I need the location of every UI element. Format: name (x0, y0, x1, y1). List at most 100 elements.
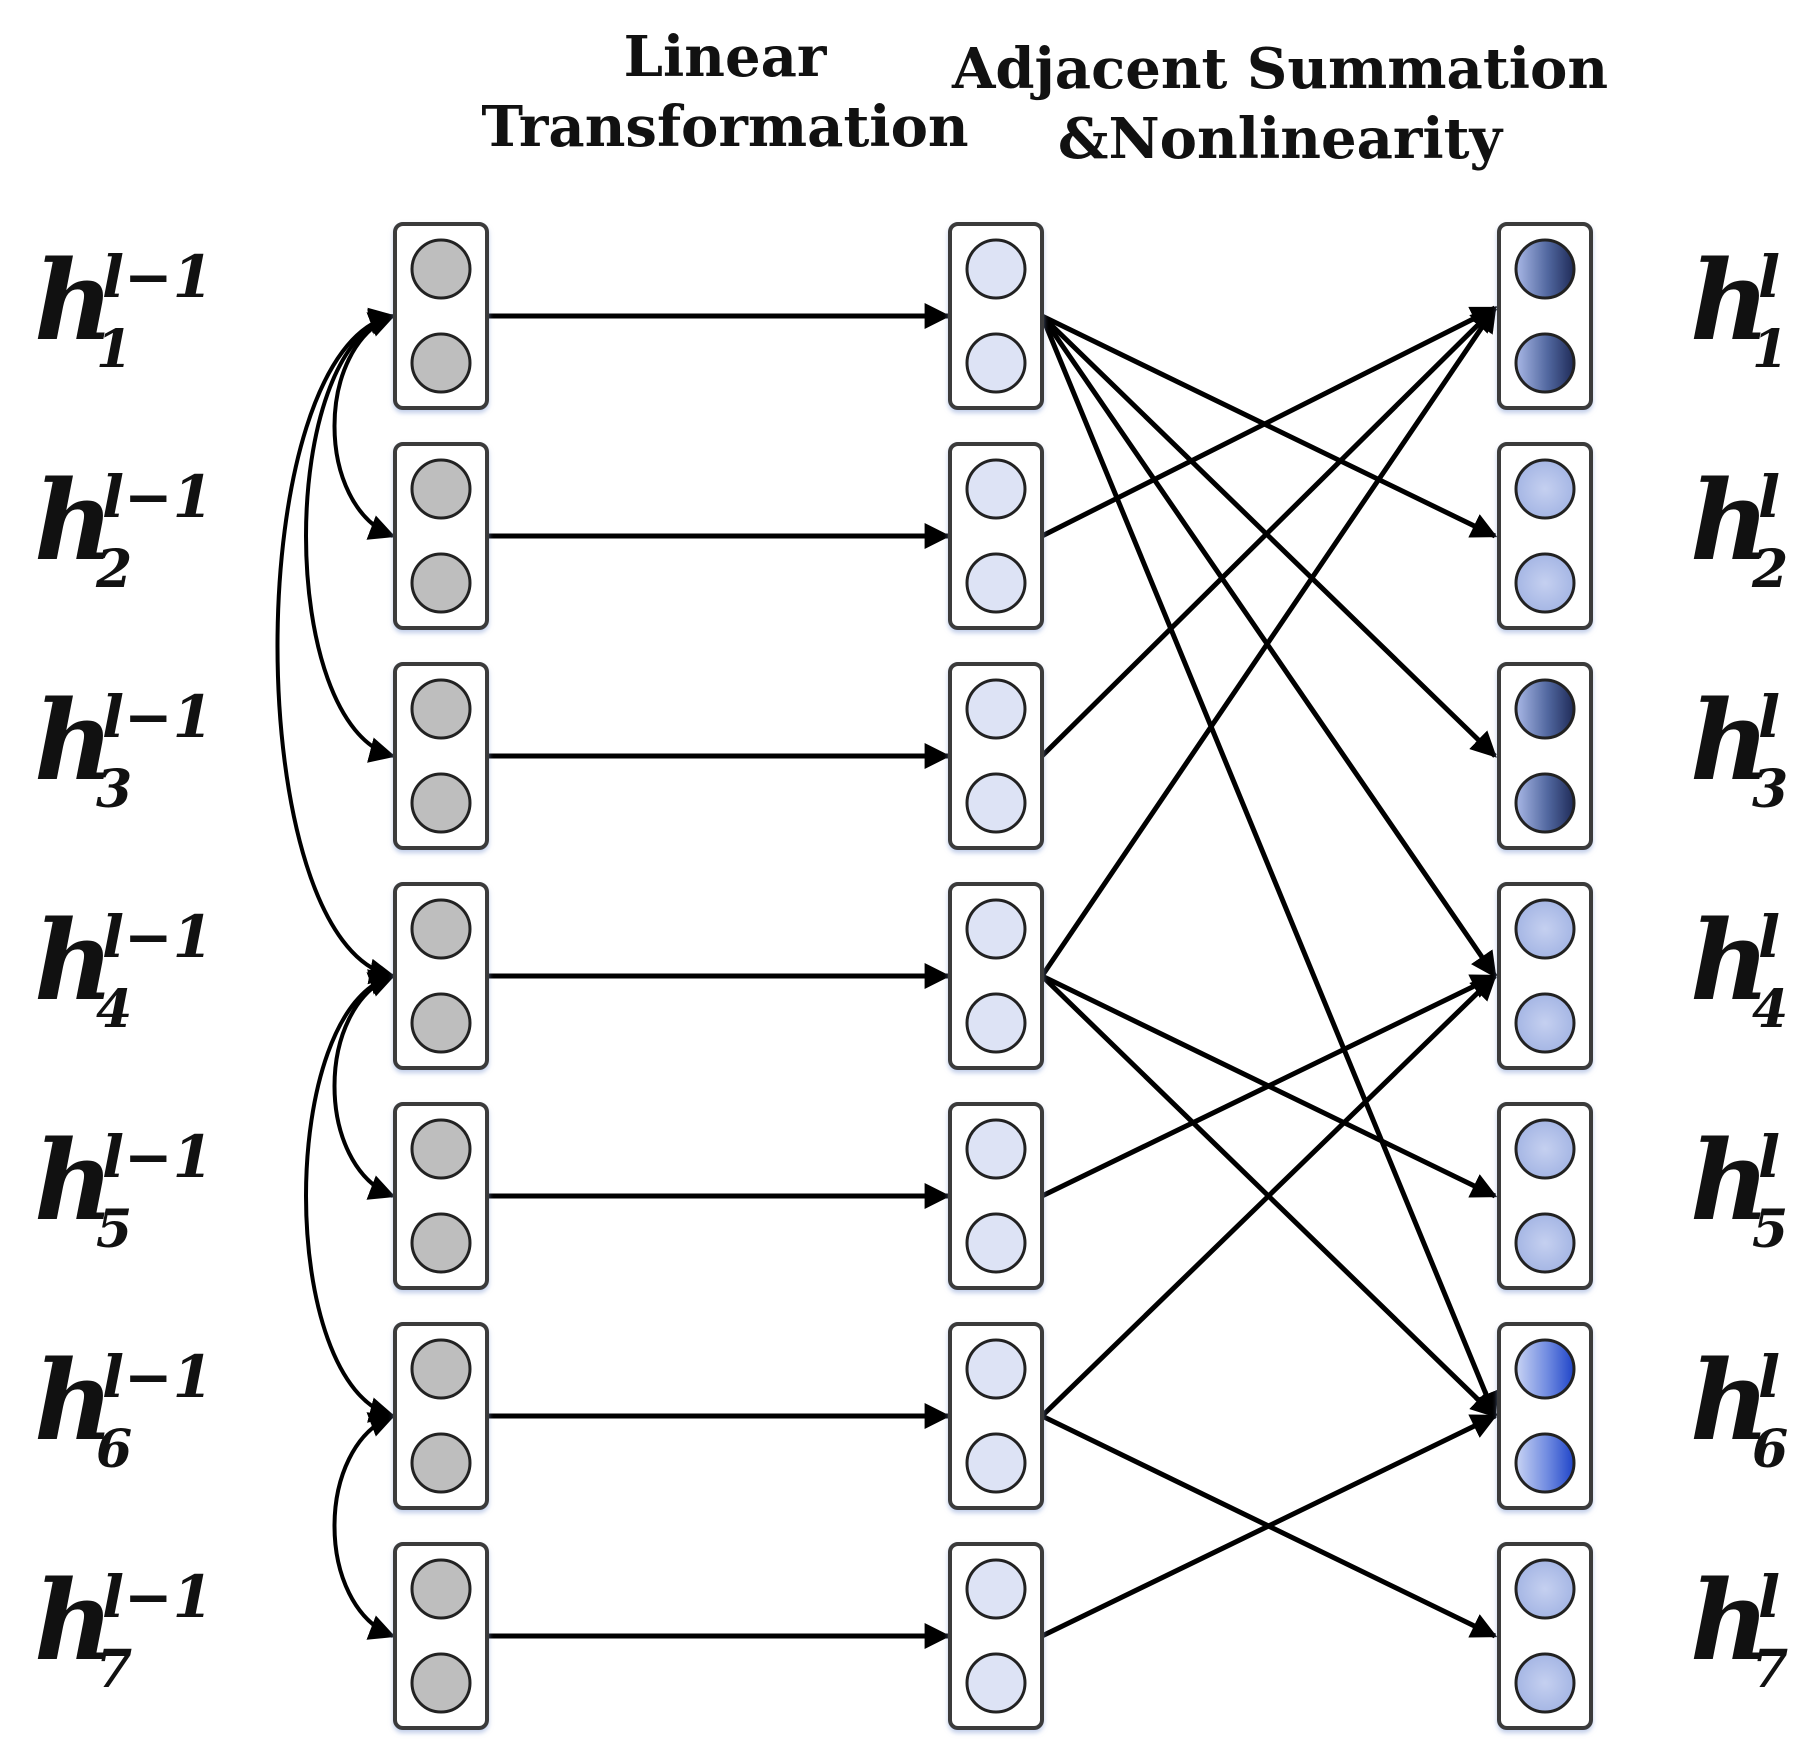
input-label-superscript: l−1 (102, 1563, 213, 1631)
node-boxes-layer (393, 222, 1593, 1730)
transformed-node-1 (965, 1338, 1027, 1400)
input-label-3: h l−1 3 (34, 686, 213, 816)
input-label-base: h (34, 456, 114, 585)
adjacent-header-line2: &Nonlinearity (1057, 106, 1503, 172)
output-node-2 (1514, 1432, 1576, 1494)
transformed-node-1 (965, 238, 1027, 300)
linear-header-line2: Transformation (481, 94, 969, 160)
output-label-base: h (1690, 676, 1770, 805)
output-node-1 (1514, 1338, 1576, 1400)
output-label-6: h l 6 (1690, 1346, 1788, 1476)
input-label-subscript: 4 (96, 979, 133, 1040)
input-node-2 (410, 1432, 472, 1494)
input-label-base: h (34, 1336, 114, 1465)
linear-header-line1: Linear (623, 24, 827, 90)
output-label-superscript: l (1758, 903, 1781, 971)
output-label-base: h (1690, 1116, 1770, 1245)
input-node-1 (410, 678, 472, 740)
output-node-2 (1514, 772, 1576, 834)
output-label-superscript: l (1758, 243, 1781, 311)
graph-edge-1-4 (275, 307, 396, 985)
transformed-vector-1 (948, 222, 1044, 410)
output-label-4: h l 4 (1690, 906, 1788, 1036)
input-label-base: h (34, 236, 114, 365)
edges-layer (275, 303, 1499, 1649)
input-label-base: h (34, 1556, 114, 1685)
adjacent-header-line1: Adjacent Summation (951, 36, 1609, 102)
input-node-2 (410, 1652, 472, 1714)
output-label-superscript: l (1758, 683, 1781, 751)
graph-edge-1-2 (332, 312, 396, 540)
output-label-base: h (1690, 896, 1770, 1025)
input-label-6: h l−1 6 (34, 1346, 213, 1476)
transformed-vector-2 (948, 442, 1044, 630)
input-label-7: h l−1 7 (34, 1566, 213, 1696)
input-label-1: h l−1 1 (34, 246, 213, 376)
summation-arrow-1-to-2 (1040, 313, 1498, 539)
input-label-base: h (34, 1116, 114, 1245)
transformed-vector-5 (948, 1102, 1044, 1290)
input-label-subscript: 5 (96, 1199, 133, 1260)
output-vector-3 (1497, 662, 1593, 850)
output-node-2 (1514, 1652, 1576, 1714)
adjacent-summation-header: Adjacent Summation &Nonlinearity (950, 34, 1610, 174)
output-label-subscript: 7 (1752, 1639, 1789, 1700)
output-node-2 (1514, 332, 1576, 394)
input-node-2 (410, 1212, 472, 1274)
transformed-node-1 (965, 1118, 1027, 1180)
summation-arrow-5-to-4 (1040, 973, 1498, 1199)
input-label-superscript: l−1 (102, 243, 213, 311)
transformed-node-1 (965, 678, 1027, 740)
linear-transformation-header: Linear Transformation (470, 22, 980, 162)
output-label-superscript: l (1758, 1343, 1781, 1411)
input-node-2 (410, 332, 472, 394)
output-node-1 (1514, 1558, 1576, 1620)
output-label-1: h l 1 (1690, 246, 1788, 376)
summation-arrow-7-to-6 (1040, 1413, 1498, 1639)
input-label-superscript: l−1 (102, 903, 213, 971)
summation-arrow-4-to-1 (1039, 305, 1498, 978)
transformed-node-2 (965, 1652, 1027, 1714)
input-label-superscript: l−1 (102, 463, 213, 531)
output-node-1 (1514, 238, 1576, 300)
output-label-5: h l 5 (1690, 1126, 1788, 1256)
transformed-node-2 (965, 992, 1027, 1054)
input-label-base: h (34, 896, 114, 1025)
output-label-superscript: l (1758, 1123, 1781, 1191)
input-label-subscript: 6 (96, 1419, 133, 1480)
output-label-superscript: l (1758, 1563, 1781, 1631)
graph-edge-4-5 (332, 972, 396, 1200)
output-label-7: h l 7 (1690, 1566, 1788, 1696)
input-node-2 (410, 992, 472, 1054)
input-node-1 (410, 898, 472, 960)
output-node-2 (1514, 1212, 1576, 1274)
transformed-node-1 (965, 458, 1027, 520)
graph-edge-6-7 (332, 1412, 396, 1640)
transformed-vector-4 (948, 882, 1044, 1070)
input-node-1 (410, 238, 472, 300)
input-vector-2 (393, 442, 489, 630)
input-node-1 (410, 458, 472, 520)
input-node-1 (410, 1558, 472, 1620)
graph-edge-4-6 (304, 969, 396, 1423)
input-vector-4 (393, 882, 489, 1070)
input-label-superscript: l−1 (102, 1343, 213, 1411)
output-label-base: h (1690, 1556, 1770, 1685)
output-vector-4 (1497, 882, 1593, 1070)
output-vector-1 (1497, 222, 1593, 410)
output-label-subscript: 6 (1752, 1419, 1789, 1480)
summation-arrow-3-to-1 (1040, 306, 1497, 758)
input-label-subscript: 1 (96, 319, 133, 380)
input-label-subscript: 2 (96, 539, 133, 600)
transformed-vector-7 (948, 1542, 1044, 1730)
transformed-vector-6 (948, 1322, 1044, 1510)
input-node-1 (410, 1118, 472, 1180)
input-label-superscript: l−1 (102, 1123, 213, 1191)
input-label-subscript: 3 (96, 759, 133, 820)
output-node-2 (1514, 552, 1576, 614)
output-vector-6 (1497, 1322, 1593, 1510)
output-label-subscript: 4 (1752, 979, 1789, 1040)
graph-edge-1-3 (304, 309, 396, 763)
input-vector-3 (393, 662, 489, 850)
